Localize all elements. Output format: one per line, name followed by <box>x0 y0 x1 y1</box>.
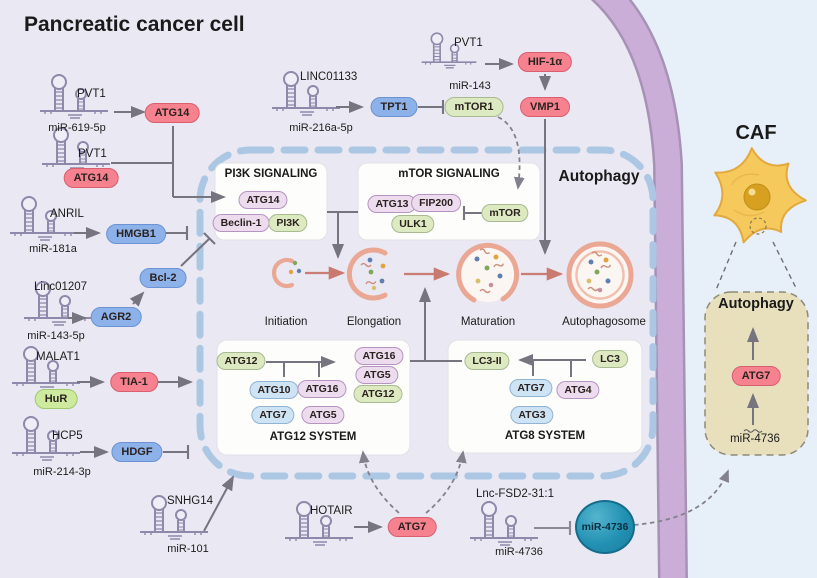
mir-label-619-5p: miR-619-5p <box>48 122 106 134</box>
stage-label-maturation: Maturation <box>460 316 516 328</box>
hmgb1-node: HMGB1 <box>106 224 166 244</box>
mir-label-216a-5p: miR-216a-5p <box>289 122 353 134</box>
cell-membrane <box>594 0 686 578</box>
dashed-arrows <box>358 116 729 526</box>
atg5-stack-pill: ATG5 <box>355 366 399 384</box>
atg13-pill: ATG13 <box>367 195 417 213</box>
lc3-pill: LC3 <box>592 350 628 368</box>
mir-label-214-3p: miR-214-3p <box>33 466 91 478</box>
lnc-label-anril: ANRIL <box>50 208 84 220</box>
maturation-vesicle <box>456 242 520 303</box>
atg16-stack-pill: ATG16 <box>354 347 404 365</box>
caf-mir-label: miR-4736 <box>730 433 780 445</box>
lnc-label-pvt1: PVT1 <box>78 148 107 160</box>
atg4-pill: ATG4 <box>556 381 600 399</box>
atg10-pill: ATG10 <box>249 381 299 399</box>
atg5-pill: ATG5 <box>301 406 345 424</box>
atg12-system-title: ATG12 SYSTEM <box>269 431 357 443</box>
atg7-node: ATG7 <box>387 517 437 537</box>
hif1a-node: HIF-1α <box>517 52 573 72</box>
lnc-label-hotair: HOTAIR <box>310 505 353 517</box>
stage-arrows <box>305 266 564 281</box>
mir-label-143-5p: miR-143-5p <box>27 330 85 342</box>
initiation-vesicle <box>271 257 302 289</box>
vmp1-node: VMP1 <box>520 97 570 117</box>
atg3-pill: ATG3 <box>510 406 554 424</box>
mirna-squiggle-icon <box>743 429 763 433</box>
atg14-node: ATG14 <box>144 103 200 123</box>
page-title: Pancreatic cancer cell <box>24 13 245 36</box>
lnc-label-snhg14: SNHG14 <box>167 495 214 507</box>
stage-label-elongation: Elongation <box>346 316 402 328</box>
atg16-pill: ATG16 <box>297 380 347 398</box>
tpt1-node: TPT1 <box>370 97 418 117</box>
atg14-bound-node: ATG14 <box>63 168 119 188</box>
lnc-label-pvt1: PVT1 <box>454 37 483 49</box>
stage-label-initiation: Initiation <box>264 316 308 328</box>
atg14-pill: ATG14 <box>238 191 288 209</box>
atg8-system-title: ATG8 SYSTEM <box>504 430 586 442</box>
caf-nucleus <box>743 183 771 211</box>
tia1-node: TIA-1 <box>110 372 158 392</box>
lnc-label-hcp5: HCP5 <box>52 430 83 442</box>
mir-label-101: miR-101 <box>167 543 209 555</box>
stage-label-autophagosome: Autophagosome <box>562 316 646 328</box>
lnc-label-linc01207: Linc01207 <box>34 281 88 293</box>
inhibition-bars <box>163 100 572 535</box>
pathway-arrows <box>68 58 759 533</box>
caf-cell <box>713 147 807 244</box>
lnc-label-linc01133: LINC01133 <box>300 71 358 83</box>
autophagy-region-border <box>196 146 657 480</box>
mtor1-node: mTOR1 <box>444 97 504 117</box>
hur-node: HuR <box>34 389 78 409</box>
bcl2-node: Bcl-2 <box>139 268 187 288</box>
lnc-label-fsd2: Lnc-FSD2-31:1 <box>476 488 554 500</box>
beclin1-pill: Beclin-1 <box>212 214 270 232</box>
autophagosome-vesicle <box>566 241 634 309</box>
mir-label-4736: miR-4736 <box>495 546 543 558</box>
agr2-node: AGR2 <box>90 307 142 327</box>
autophagy-vesicles <box>271 241 634 309</box>
autophagy-region-label: Autophagy <box>558 168 640 185</box>
mir-4736-node: miR-4736 <box>575 500 635 554</box>
pi3k-signaling-title: PI3K SIGNALING <box>224 168 318 180</box>
lc3ii-pill: LC3-II <box>464 352 510 370</box>
atg7-pill: ATG7 <box>251 406 295 424</box>
mir-label-181a: miR-181a <box>29 243 77 255</box>
fip200-pill: FIP200 <box>411 194 461 212</box>
ulk1-pill: ULK1 <box>391 215 435 233</box>
mir-label-143: miR-143 <box>449 80 491 92</box>
hdgf-node: HDGF <box>111 442 163 462</box>
mtor-pill: mTOR <box>481 204 529 222</box>
caf-box-title: Autophagy <box>718 296 794 312</box>
atg12-stack-pill: ATG12 <box>353 385 403 403</box>
pi3k-pill: PI3K <box>268 214 308 232</box>
atg12-pill: ATG12 <box>216 352 266 370</box>
lnc-label-malat1: MALAT1 <box>36 351 80 363</box>
caf-label: CAF <box>735 122 777 144</box>
elongation-vesicle <box>346 247 388 301</box>
lnc-label-pvt1: PVT1 <box>77 88 106 100</box>
atg7-pill: ATG7 <box>509 379 553 397</box>
caf-atg7-node: ATG7 <box>731 366 781 386</box>
mtor-signaling-title: mTOR SIGNALING <box>398 168 500 180</box>
